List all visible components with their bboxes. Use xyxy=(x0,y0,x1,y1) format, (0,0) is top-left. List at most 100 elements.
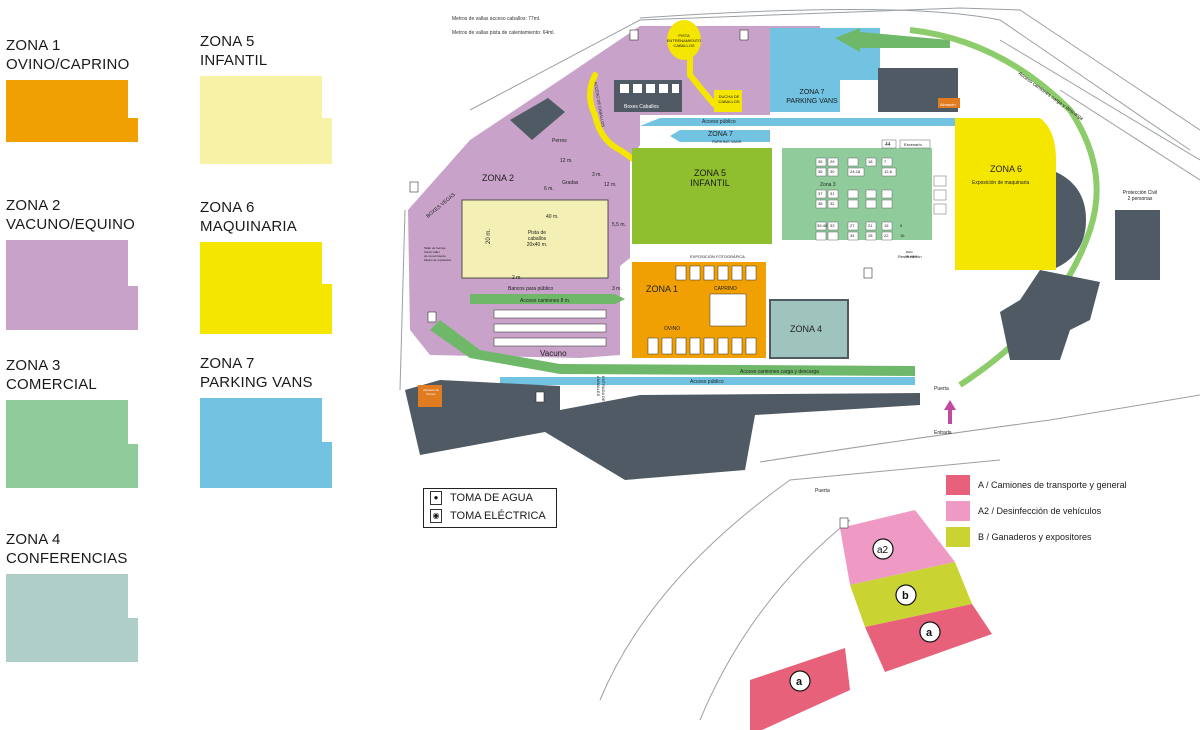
legend-title: ZONA 3 COMERCIAL xyxy=(6,357,97,393)
zona-7a-label: ZONA 7 PARKING VANS xyxy=(786,89,838,105)
dark-arc-building xyxy=(1056,172,1086,268)
legend-zona-1: ZONA 1 OVINO/CAPRINO xyxy=(6,36,166,142)
acceso-camiones-right-label: Acceso camiones carga y descarga xyxy=(1017,71,1085,122)
stand-27: 27 xyxy=(850,223,855,228)
dim-5-5m: 5,5 m. xyxy=(612,222,626,228)
proteccion-civil-label: Protección Civil 2 personas xyxy=(1122,190,1158,202)
water-drop-icon: ● xyxy=(430,491,442,505)
legend-zona-2: ZONA 2 VACUNO/EQUINO xyxy=(6,196,166,330)
legend-title: ZONA 2 VACUNO/EQUINO xyxy=(6,197,136,233)
ducha-caballos xyxy=(714,90,742,112)
sala-44-label: 44 xyxy=(885,142,891,148)
zona-7-parking-top xyxy=(770,28,880,112)
zona-6-sub: Exposición de maquinaria xyxy=(972,180,1029,186)
entrada-label: Entrada xyxy=(934,430,952,436)
dark-building-perros xyxy=(510,98,565,140)
building-right-2 xyxy=(1000,270,1100,360)
stand-18: 18 xyxy=(868,159,873,164)
stand-10: 16 xyxy=(900,233,905,238)
animales-label: ENTRADA DE ANIMALES xyxy=(596,376,606,402)
sala-44 xyxy=(881,139,897,149)
parking-swatch-a xyxy=(946,475,970,495)
parking-legend-row: B / Ganaderos y expositores xyxy=(946,524,1166,550)
parking-legend-label: A2 / Desinfección de vehículos xyxy=(978,506,1102,516)
stand-12-6: 12-6 xyxy=(884,169,893,174)
zona-7-arrow xyxy=(835,28,950,52)
zona-1-label: ZONA 1 xyxy=(646,284,678,294)
parking-letter-a: a xyxy=(926,627,933,639)
legend-title: ZONA 5 INFANTIL xyxy=(200,33,268,69)
stand-37: 37 xyxy=(818,191,823,196)
map-key: ● TOMA DE AGUA ◉ TOMA ELÉCTRICA xyxy=(423,488,557,528)
key-water-label: TOMA DE AGUA xyxy=(450,492,533,504)
stand-22: 28 xyxy=(868,233,873,238)
parking-legend: A / Camiones de transporte y general A2 … xyxy=(946,472,1166,550)
almacen-label: Almacén xyxy=(940,102,956,107)
caprino-label: CAPRINO xyxy=(714,286,737,292)
zona-4-conferencias xyxy=(769,299,849,359)
escenario-label: Escenario xyxy=(904,142,923,147)
dim-40m: 40 m. xyxy=(546,214,559,220)
stand-33: 33 xyxy=(830,223,835,228)
zona-7b-sub: PARKING VANS xyxy=(712,139,742,144)
stand-30: 30 xyxy=(830,169,835,174)
dim-12m-a: 12 m. xyxy=(560,158,573,164)
legend-zona-5: ZONA 5 INFANTIL xyxy=(200,32,360,164)
parking-legend-row: A2 / Desinfección de vehículos xyxy=(946,498,1166,524)
legend-zona-6: ZONA 6 MAQUINARIA xyxy=(200,198,360,334)
puerta-label-2: Puerta xyxy=(815,488,830,494)
acceso-camiones-8m xyxy=(470,294,625,304)
zona-5-infantil xyxy=(632,148,772,244)
parking-letter-a-left: a xyxy=(796,676,803,688)
stand-31: 31 xyxy=(830,191,835,196)
stand-28: 34 xyxy=(850,233,855,238)
service-markers xyxy=(409,29,873,529)
zona-7b-label: ZONA 7 xyxy=(708,131,733,138)
parking-legend-label: A / Camiones de transporte y general xyxy=(978,480,1127,490)
building-right-1 xyxy=(1115,210,1160,280)
zona-5-label: ZONA 5 INFANTIL xyxy=(690,168,730,188)
bancos-vacuno xyxy=(493,309,607,347)
acceso-publico-bottom-label: Acceso público xyxy=(690,379,724,385)
legend-title: ZONA 4 CONFERENCIAS xyxy=(6,531,128,567)
parking-swatch-a2 xyxy=(946,501,970,521)
stand-32: 32 xyxy=(830,201,835,206)
stand-38: 38 xyxy=(818,201,823,206)
vacuno-label: Vacuno xyxy=(540,349,567,358)
legend-swatch xyxy=(200,76,332,164)
zona-6-maquinaria xyxy=(955,118,1056,270)
parking-legend-label: B / Ganaderos y expositores xyxy=(978,532,1092,542)
escenario-box xyxy=(899,139,931,149)
parking-letter-a2: a2 xyxy=(877,545,889,556)
stand-9: 9 xyxy=(900,223,903,228)
acceso-camiones-8m-label: Acceso camiones 8 m. xyxy=(520,298,570,304)
pista-entrenamiento-label: PISTA ENTRENAMIENTO CABALLOS xyxy=(666,33,702,48)
almacen-pienso-label: Almacén de Pienso xyxy=(423,388,439,396)
key-elec-label: TOMA ELÉCTRICA xyxy=(450,510,546,522)
dim-3m: 3 m. xyxy=(612,286,622,292)
acceso-publico-top-label: Acceso público xyxy=(702,119,736,125)
stand-24-18: 24-18 xyxy=(850,169,861,174)
legend-zona-7: ZONA 7 PARKING VANS xyxy=(200,354,360,488)
stand-labels: 35 29 36 30 24-18 12-6 37 31 38 32 39-40… xyxy=(816,158,916,248)
pista-label: Pista de caballos 20x40 m. xyxy=(526,230,548,248)
dim-3m-b: 3 m. xyxy=(592,172,602,178)
legend-swatch xyxy=(200,242,332,334)
almacen-pienso xyxy=(418,385,442,407)
legend-zona-4: ZONA 4 CONFERENCIAS xyxy=(6,530,166,662)
entrada-arrow xyxy=(944,400,956,424)
dim-20m: 20 m. xyxy=(486,229,492,244)
zona-4-label: ZONA 4 xyxy=(790,324,822,334)
legend-title: ZONA 1 OVINO/CAPRINO xyxy=(6,37,130,73)
legend-zona-3: ZONA 3 COMERCIAL xyxy=(6,356,166,488)
electric-plug-icon: ◉ xyxy=(430,509,442,523)
banos-label: Baño de agua xyxy=(906,250,917,258)
legend-swatch xyxy=(200,398,332,488)
legend-swatch xyxy=(6,574,138,662)
puerta-label-1: Puerta xyxy=(934,386,949,392)
acceso-camiones-bottom-label: Acceso camiones carga y descarga xyxy=(740,369,819,375)
zona-6-label: ZONA 6 xyxy=(990,164,1022,174)
parking-a2 xyxy=(840,510,955,585)
parking-letter-b: b xyxy=(902,590,909,602)
